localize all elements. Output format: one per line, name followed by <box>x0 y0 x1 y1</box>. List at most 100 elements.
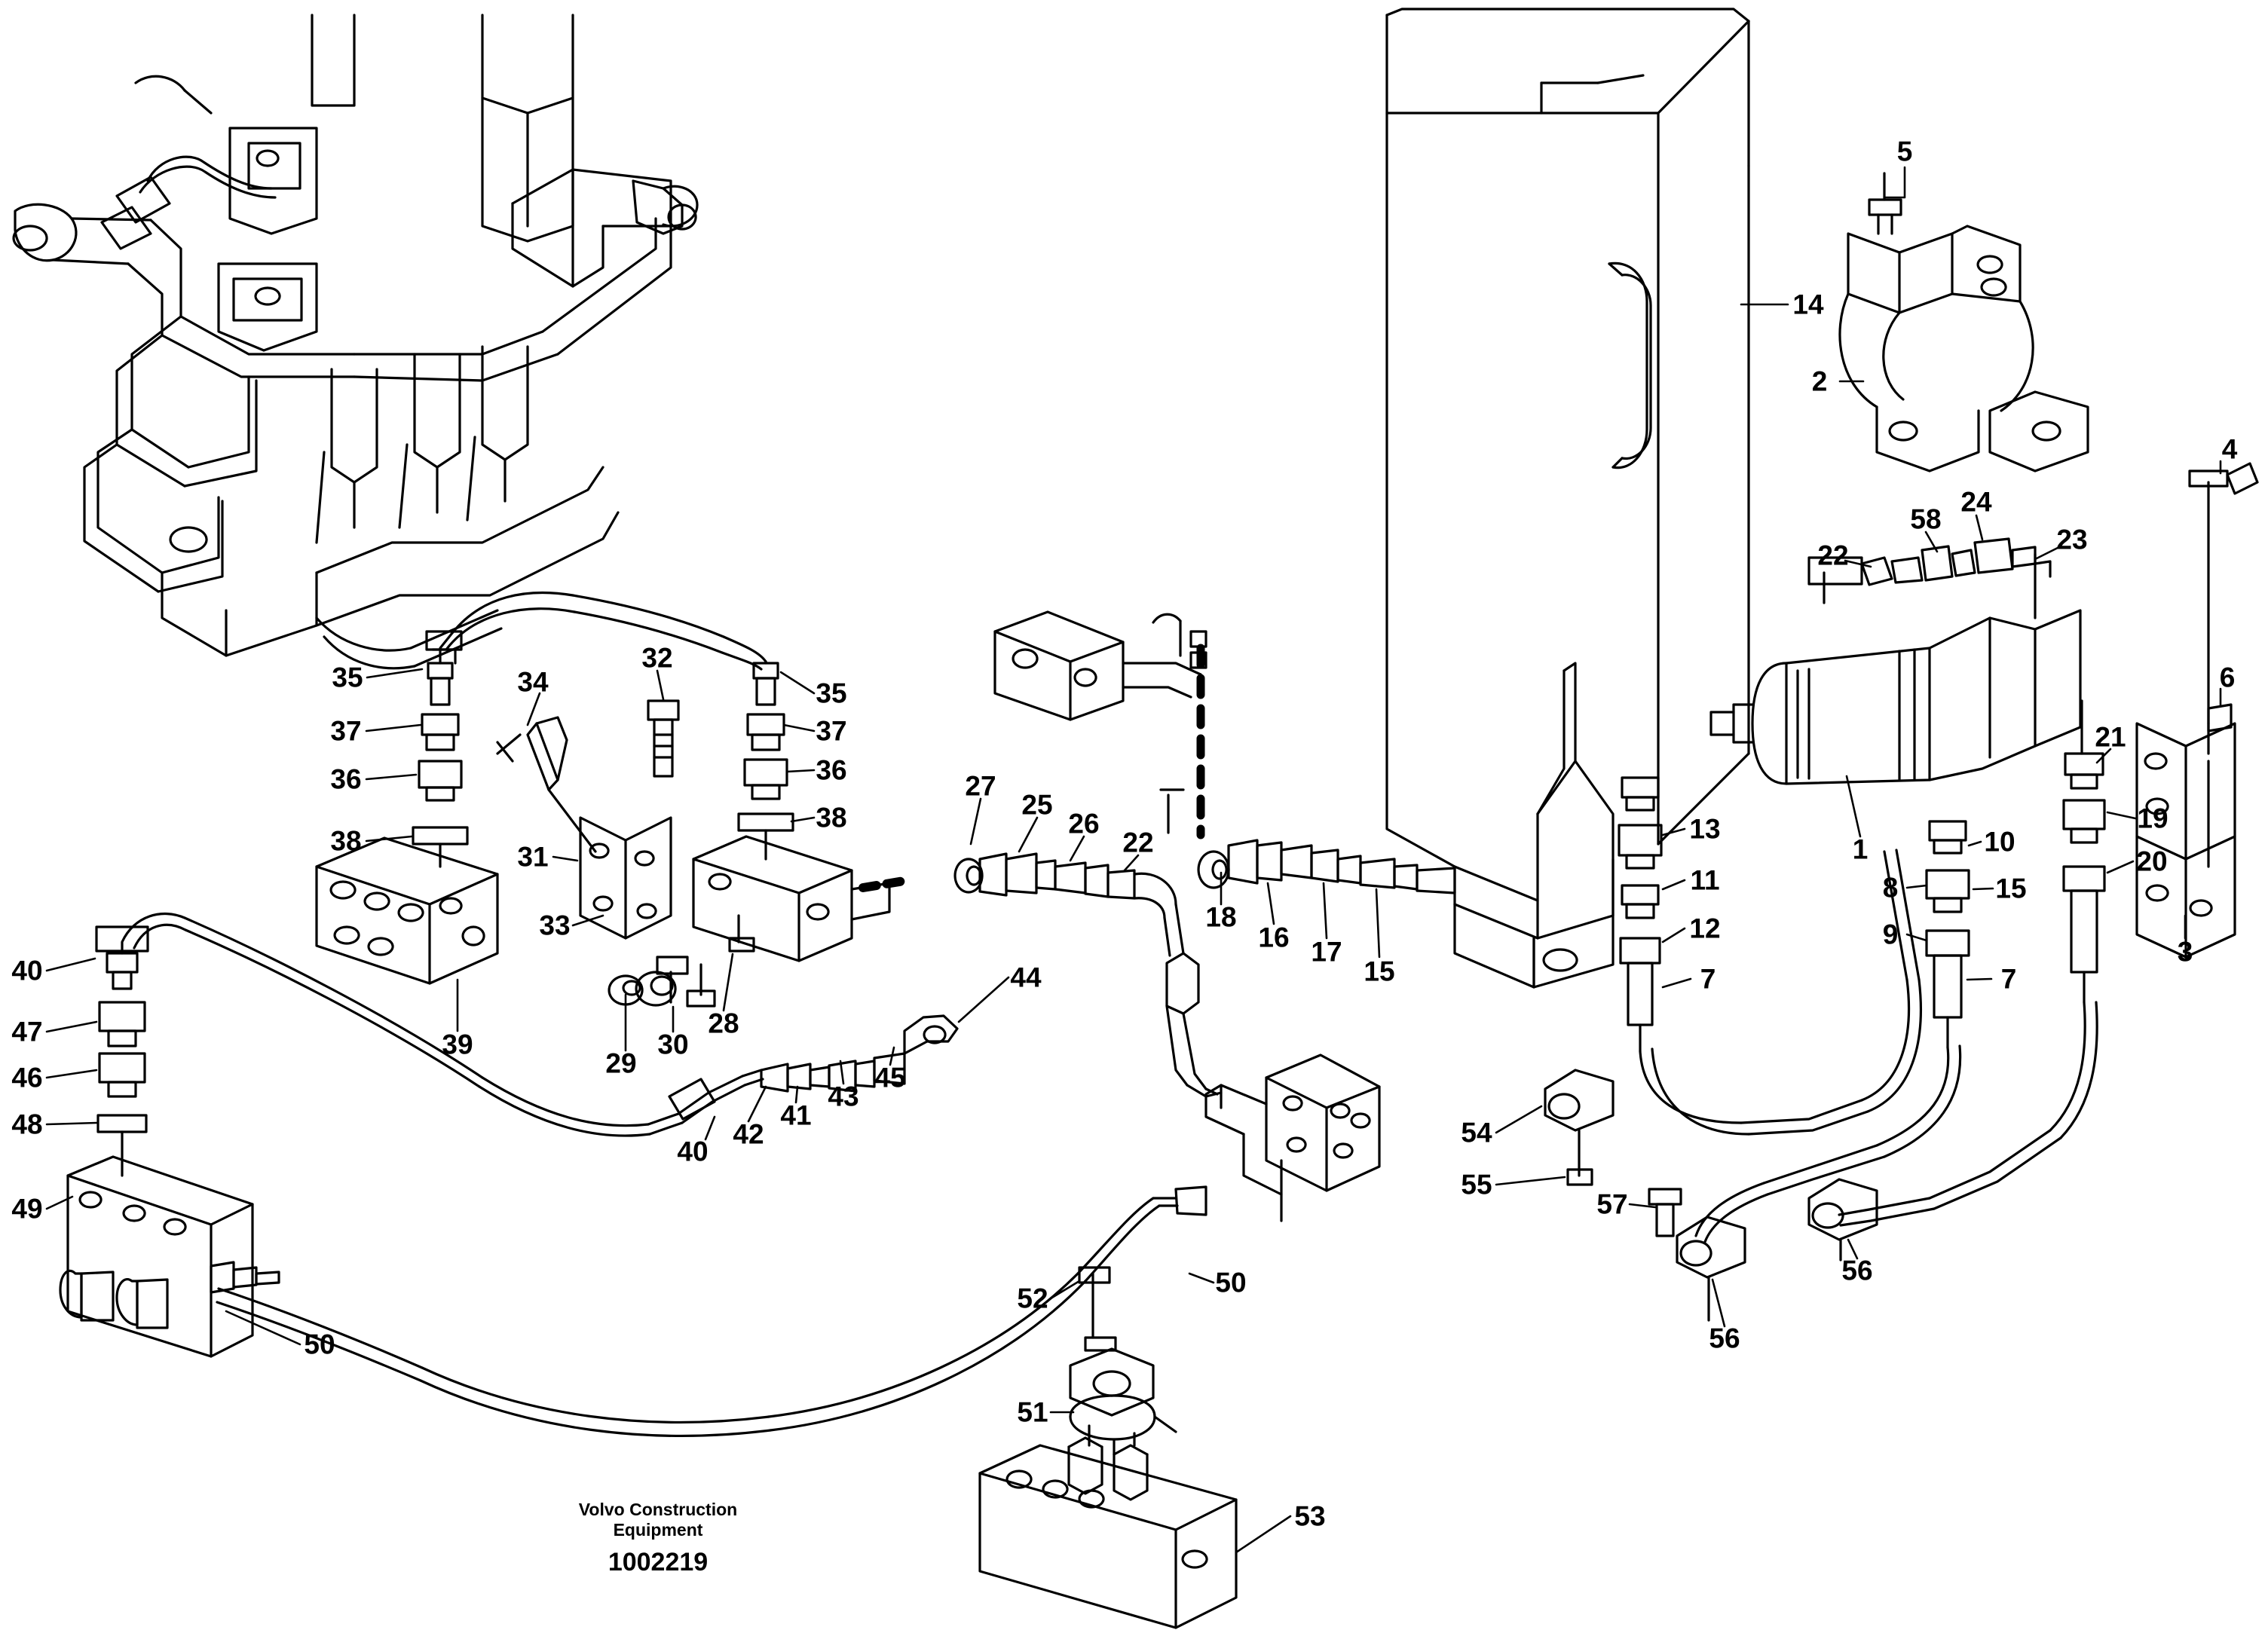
callout-28: 28 <box>708 1008 739 1039</box>
callout-18: 18 <box>1205 901 1237 933</box>
callout-8: 8 <box>1882 872 1899 904</box>
hose-50-lower <box>216 1185 1207 1437</box>
callout-22-upper: 22 <box>1817 540 1849 571</box>
drawing-number: 1002219 <box>608 1548 709 1577</box>
bracket-3 <box>2135 462 2259 959</box>
chassis-frame-subassembly <box>12 14 699 670</box>
leader-lines <box>45 166 2222 1554</box>
clamp-54 <box>1544 1069 1615 1186</box>
brand-line-2: Equipment <box>613 1520 703 1540</box>
callout-1: 1 <box>1852 833 1869 865</box>
callout-57: 57 <box>1596 1188 1628 1220</box>
callout-56-a: 56 <box>1841 1255 1873 1286</box>
fastener-column-10 <box>1925 820 1970 1049</box>
hose-loops-right <box>1639 849 2098 1243</box>
valve-block-49 <box>59 1155 280 1358</box>
valve-block-53 <box>978 1424 1238 1629</box>
callout-14: 14 <box>1792 289 1824 320</box>
fastener-chain-41-45 <box>760 1014 959 1093</box>
callout-55: 55 <box>1461 1169 1492 1200</box>
callout-44: 44 <box>1010 962 1042 993</box>
callout-36-left: 36 <box>330 763 362 795</box>
callout-38-right: 38 <box>816 802 847 833</box>
callout-40-left: 40 <box>11 955 43 986</box>
callout-26: 26 <box>1068 808 1100 839</box>
callout-34: 34 <box>517 666 549 698</box>
callout-30: 30 <box>657 1029 689 1060</box>
callout-42: 42 <box>733 1118 764 1150</box>
callout-3: 3 <box>2177 936 2193 968</box>
callout-12: 12 <box>1689 913 1721 944</box>
callout-31: 31 <box>517 841 549 873</box>
callout-24: 24 <box>1960 486 1992 518</box>
tank-mount-plate <box>993 610 1207 721</box>
callout-35-right: 35 <box>816 677 847 709</box>
fasteners-29-30 <box>608 956 689 1006</box>
callout-38-left: 38 <box>330 825 362 857</box>
clamp-56-a <box>1807 1178 1878 1261</box>
callout-7-left: 7 <box>1700 963 1716 995</box>
callout-37-right: 37 <box>816 715 847 747</box>
fastener-stack-right <box>737 662 794 861</box>
callout-32: 32 <box>641 642 673 674</box>
hose-40-lower <box>668 1069 764 1124</box>
callout-46: 46 <box>11 1062 43 1093</box>
callout-39: 39 <box>442 1029 473 1060</box>
bolt-34 <box>496 733 522 763</box>
callout-33: 33 <box>539 910 571 941</box>
fitting-51-52 <box>1069 1266 1177 1456</box>
screw-57 <box>1648 1188 1682 1237</box>
callout-7-right: 7 <box>2000 963 2017 995</box>
fastener-column-13 <box>1618 776 1663 1053</box>
connector-chain-upper <box>953 852 1223 1098</box>
callout-19: 19 <box>2137 803 2169 834</box>
callout-54: 54 <box>1461 1117 1492 1148</box>
callout-22-mid: 22 <box>1122 827 1154 858</box>
callout-15-mid: 15 <box>1364 956 1395 987</box>
bracket-31 <box>526 716 672 940</box>
callout-4: 4 <box>2221 433 2238 465</box>
hose-dash-marks <box>859 876 913 892</box>
fastener-stack-left <box>412 662 469 868</box>
drawing-footer: Volvo Construction Equipment 1002219 <box>579 1500 737 1577</box>
bolt-32 <box>647 699 680 778</box>
callout-10: 10 <box>1984 826 2015 858</box>
callout-13: 13 <box>1689 813 1721 845</box>
mid-manifold-block <box>1204 1053 1381 1222</box>
clamp-bracket-2 <box>1838 172 2089 472</box>
callout-23: 23 <box>2056 524 2088 555</box>
callout-51: 51 <box>1017 1396 1048 1428</box>
callout-43: 43 <box>828 1081 859 1112</box>
callout-25: 25 <box>1021 789 1053 821</box>
callout-16: 16 <box>1258 922 1290 953</box>
connector-chain-lower <box>1159 788 1456 894</box>
callout-45: 45 <box>874 1062 906 1093</box>
callout-56-b: 56 <box>1709 1323 1740 1354</box>
valve-block-28 <box>635 835 891 1008</box>
valve-block-39 <box>315 836 499 985</box>
clamp-56-b <box>1676 1216 1746 1322</box>
callout-36-right: 36 <box>816 754 847 786</box>
callout-29: 29 <box>605 1047 637 1079</box>
callout-15-right: 15 <box>1995 873 2027 904</box>
callout-27: 27 <box>965 770 996 802</box>
fastener-column-19-20 <box>2062 699 2106 1004</box>
callout-2: 2 <box>1811 365 1828 397</box>
callout-17: 17 <box>1311 936 1342 968</box>
callout-9: 9 <box>1882 919 1899 950</box>
callout-40-mid: 40 <box>677 1136 709 1167</box>
hose-40-47 <box>95 912 684 1137</box>
fastener-stack-49 <box>96 952 148 1177</box>
callout-6: 6 <box>2219 662 2236 693</box>
callout-52: 52 <box>1017 1283 1048 1314</box>
hose-top-left <box>425 591 767 671</box>
callout-50-right: 50 <box>1215 1267 1247 1298</box>
hydraulic-tank <box>1385 8 1750 989</box>
callout-47: 47 <box>11 1016 43 1047</box>
callout-5: 5 <box>1896 136 1913 167</box>
callout-49: 49 <box>11 1193 43 1225</box>
callout-37-left: 37 <box>330 715 362 747</box>
callout-11: 11 <box>1690 864 1720 896</box>
